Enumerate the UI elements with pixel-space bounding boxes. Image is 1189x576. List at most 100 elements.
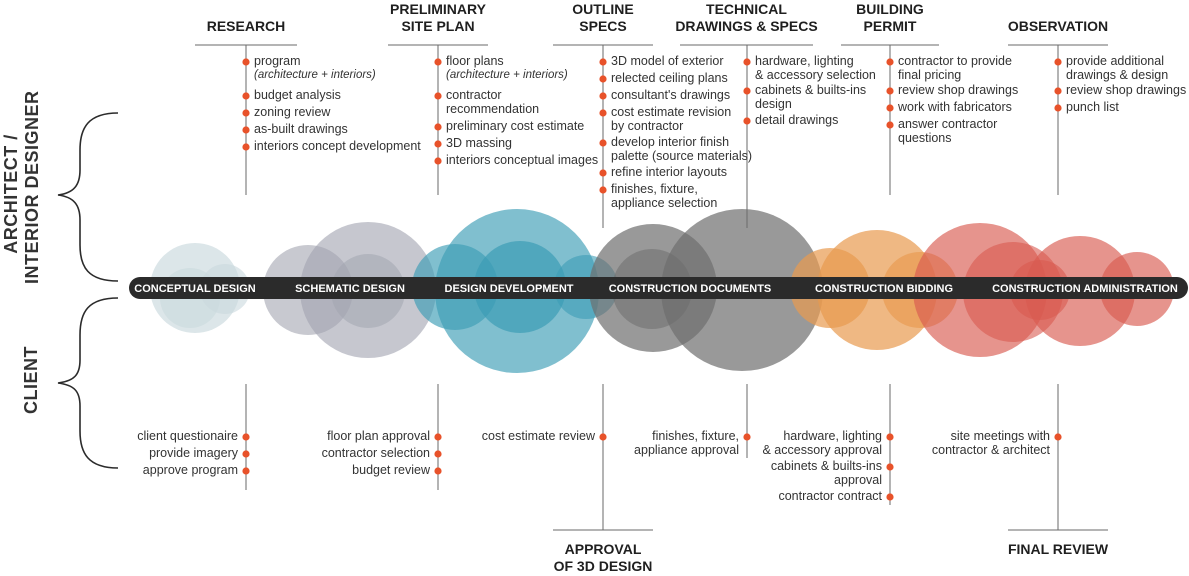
bullet-dot: [599, 169, 607, 177]
bullet-dot: [434, 450, 442, 458]
bullet-dot: [1054, 87, 1062, 95]
bullet-dot: [599, 433, 607, 441]
bullet-dot: [886, 463, 894, 471]
milestone-title-line: RESEARCH: [206, 18, 286, 34]
item-text-line: palette (source materials): [611, 148, 753, 163]
bullet-dot: [599, 92, 607, 100]
phase-label: DESIGN DEVELOPMENT: [445, 283, 574, 295]
bullet-dot: [886, 433, 894, 441]
item-text-line: hardware, lighting: [783, 429, 882, 443]
item-text-line: interiors concept development: [254, 139, 421, 153]
architect-task: floor plans(architecture + interiors): [446, 54, 568, 82]
bullet-dot: [434, 433, 442, 441]
client-task: contractor contract: [778, 489, 882, 504]
architect-task: review shop drawings: [1066, 83, 1187, 98]
bullet-dot: [242, 58, 250, 66]
item-text-line: review shop drawings: [898, 83, 1019, 97]
client-label: CLIENT: [21, 346, 41, 414]
architect-task: detail drawings: [755, 113, 838, 128]
architect-task: work with fabricators: [898, 100, 1012, 115]
bullet-dots: [242, 58, 1062, 501]
bullet-dot: [1054, 58, 1062, 66]
item-text-line: review shop drawings: [1066, 83, 1187, 97]
architect-task: refine interior layouts: [611, 165, 728, 180]
phase-label: CONSTRUCTION DOCUMENTS: [609, 283, 772, 295]
milestone-title-line: PERMIT: [863, 18, 917, 34]
item-text-line: program: [254, 54, 301, 68]
architect-task: program(architecture + interiors): [254, 54, 376, 82]
item-text-line: final pricing: [898, 67, 962, 82]
item-text-line: provide additional: [1066, 54, 1164, 68]
phase-label: CONSTRUCTION BIDDING: [815, 283, 953, 295]
item-text-line: drawings & design: [1066, 67, 1169, 82]
item-text-line: preliminary cost estimate: [446, 119, 585, 133]
milestone-title: FINAL REVIEW: [978, 541, 1138, 558]
item-text-line: & accessory approval: [762, 442, 882, 457]
client-task: provide imagery: [149, 446, 238, 461]
bullet-dot: [1054, 104, 1062, 112]
architect-task: zoning review: [254, 105, 330, 120]
client-task: hardware, lighting& accessory approval: [762, 429, 882, 457]
item-text-line: by contractor: [611, 118, 684, 133]
item-text-line: appliance approval: [634, 442, 739, 457]
architect-task: finishes, fixture,appliance selection: [611, 182, 717, 210]
client-task: contractor selection: [322, 446, 430, 461]
bullet-dot: [242, 143, 250, 151]
client-task: budget review: [352, 463, 430, 478]
item-text-line: cabinets & builts-ins: [755, 83, 867, 97]
client-brace: [57, 297, 119, 469]
bullet-dot: [434, 467, 442, 475]
item-text-line: cost estimate review: [481, 429, 595, 443]
item-text-line: budget review: [352, 463, 430, 477]
item-text-line: finishes, fixture,: [611, 182, 698, 196]
item-text-line: contractor: [446, 88, 502, 102]
item-text-line: floor plans: [446, 54, 504, 68]
item-text-line: cost estimate revision: [611, 105, 732, 119]
phase-label: CONSTRUCTION ADMINISTRATION: [992, 283, 1178, 295]
timeline-bar-group: [129, 277, 1188, 299]
bullet-dot: [599, 75, 607, 83]
bullet-dot: [886, 87, 894, 95]
item-text-line: provide imagery: [149, 446, 238, 460]
item-text-line: consultant's drawings: [611, 88, 731, 102]
bullet-dot: [242, 92, 250, 100]
architect-task: interiors concept development: [254, 139, 421, 154]
client-task: client questionaire: [137, 429, 238, 444]
item-text-line: contractor to provide: [898, 54, 1012, 68]
client-task: cost estimate review: [481, 429, 595, 444]
item-text-line: cabinets & builts-ins: [770, 459, 882, 473]
architect-task: interiors conceptual images: [446, 153, 598, 168]
item-text-line: develop interior finish: [611, 135, 730, 149]
item-text-line: & accessory selection: [755, 67, 876, 82]
item-text-line: refine interior layouts: [611, 165, 728, 179]
bullet-dot: [599, 186, 607, 194]
bullet-dot: [886, 58, 894, 66]
architect-task: relected ceiling plans: [611, 71, 728, 86]
architect-task: consultant's drawings: [611, 88, 731, 103]
milestone-title-line: SITE PLAN: [401, 18, 475, 34]
milestone-title-line: SPECS: [579, 18, 627, 34]
item-text-line: contractor & architect: [931, 442, 1050, 457]
bullet-dot: [434, 157, 442, 165]
bullet-dot: [242, 433, 250, 441]
bullet-dot: [1054, 433, 1062, 441]
architect-task: 3D model of exterior: [611, 54, 724, 69]
item-text-line: as-built drawings: [254, 122, 348, 136]
bullet-dot: [743, 87, 751, 95]
item-text-line: contractor contract: [778, 489, 882, 503]
architect-task: budget analysis: [254, 88, 341, 103]
bullet-dot: [242, 467, 250, 475]
